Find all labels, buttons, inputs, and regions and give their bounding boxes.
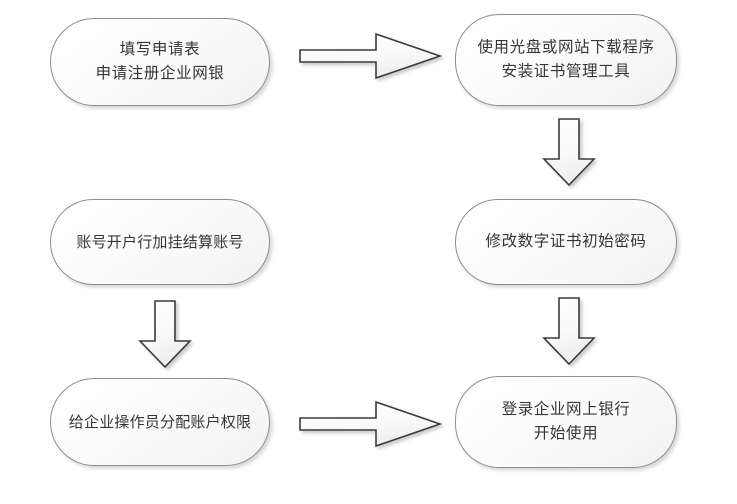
node-assign-operator-permissions[interactable]: 给企业操作员分配账户权限 (50, 378, 270, 466)
arrow-step5-to-step6 (298, 398, 444, 450)
arrow-step4-to-step5 (136, 299, 194, 371)
node-fill-application-form[interactable]: 填写申请表 申请注册企业网银 (50, 18, 270, 106)
node-link-settlement-account[interactable]: 账号开户行加挂结算账号 (50, 199, 270, 285)
node-label: 使用光盘或网站下载程序 安装证书管理工具 (477, 38, 655, 80)
node-label: 登录企业网上银行 开始使用 (501, 400, 631, 442)
node-label: 修改数字证书初始密码 (485, 232, 647, 251)
node-login-and-start-using[interactable]: 登录企业网上银行 开始使用 (455, 376, 677, 468)
arrow-step1-to-step2 (298, 30, 444, 82)
node-install-certificate-tool[interactable]: 使用光盘或网站下载程序 安装证书管理工具 (455, 14, 677, 106)
node-change-certificate-password[interactable]: 修改数字证书初始密码 (455, 199, 677, 285)
node-label: 给企业操作员分配账户权限 (68, 412, 252, 431)
node-label: 账号开户行加挂结算账号 (76, 232, 244, 251)
arrow-step2-to-step3 (540, 117, 598, 189)
arrow-step3-to-step6 (540, 296, 598, 368)
node-label: 填写申请表 申请注册企业网银 (95, 40, 225, 82)
